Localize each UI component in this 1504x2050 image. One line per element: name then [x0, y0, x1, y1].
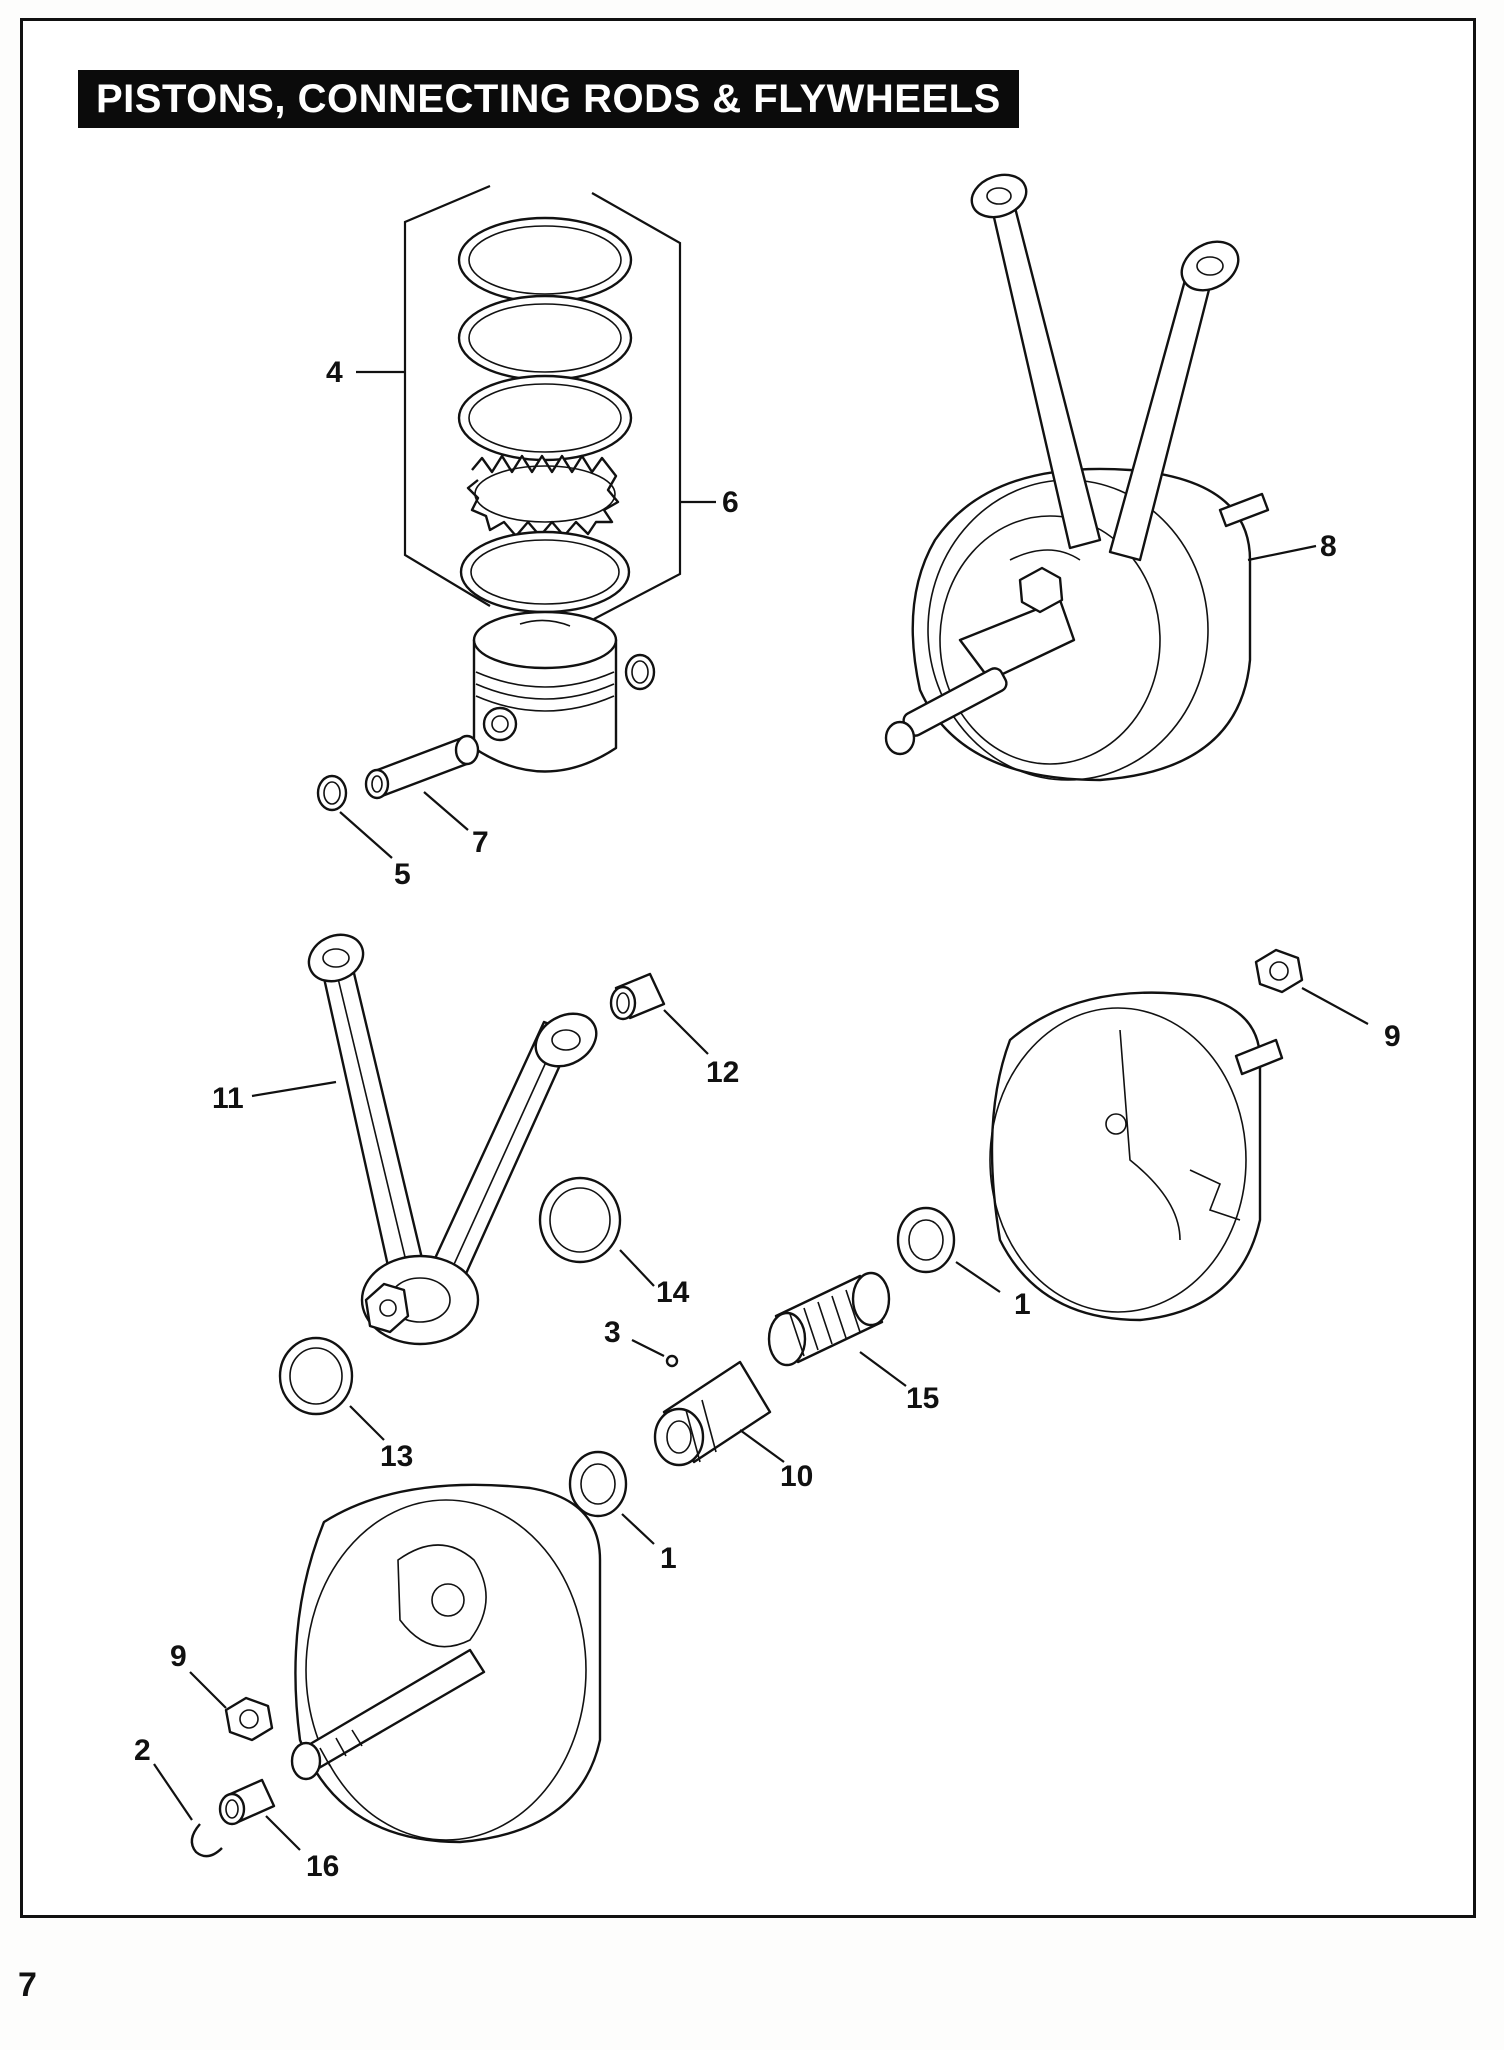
piston-pin-retainer-right — [624, 653, 656, 691]
leader-11 — [251, 1080, 337, 1098]
callout-16: 16 — [306, 1850, 339, 1883]
callout-7: 7 — [472, 826, 489, 859]
retaining-ring — [190, 1823, 223, 1858]
flywheel-nut-lower — [224, 1696, 274, 1742]
callout-1-lower: 1 — [660, 1542, 677, 1575]
leader-8 — [1247, 544, 1317, 562]
leader-12 — [663, 1009, 709, 1055]
callout-9-lower: 9 — [170, 1640, 187, 1673]
callout-13: 13 — [380, 1440, 413, 1473]
page-number: 7 — [18, 1966, 37, 2004]
leader-14 — [619, 1249, 655, 1287]
callouts: 4 6 5 7 8 9 11 12 14 3 1 15 13 10 1 9 2 … — [134, 356, 1401, 1883]
leader-10 — [739, 1429, 785, 1463]
ring-set-bracket-left — [403, 184, 491, 607]
callout-15: 15 — [906, 1382, 939, 1415]
leader-9-upper — [1301, 987, 1369, 1025]
piston-pin — [364, 734, 480, 800]
callout-9-upper: 9 — [1384, 1020, 1401, 1053]
bushing-small — [609, 972, 666, 1021]
leader-5 — [339, 811, 393, 859]
ring-second — [457, 294, 633, 382]
ring-set-bracket-right — [591, 192, 682, 620]
leader-16 — [265, 1815, 301, 1851]
bearing-race-upper — [538, 1176, 622, 1264]
thrust-washer-upper — [896, 1206, 956, 1274]
leader-1-lower — [621, 1513, 655, 1545]
piston — [472, 610, 618, 773]
leader-15 — [859, 1351, 907, 1387]
diagram-frame — [20, 18, 1476, 1918]
flywheel-nut-upper — [1254, 948, 1304, 994]
flywheel-left — [290, 1483, 602, 1844]
callout-6: 6 — [722, 486, 739, 519]
leader-13 — [349, 1405, 385, 1441]
leader-7 — [423, 791, 469, 831]
thrust-washer-lower — [568, 1450, 628, 1518]
callout-1-upper: 1 — [1014, 1288, 1031, 1321]
oil-ring-rail — [459, 530, 631, 614]
callout-8: 8 — [1320, 530, 1337, 563]
callout-4: 4 — [326, 356, 343, 389]
leader-3 — [631, 1339, 665, 1357]
flywheel-assembly — [884, 173, 1270, 782]
callout-11: 11 — [212, 1082, 244, 1115]
diagram-title: PISTONS, CONNECTING RODS & FLYWHEELS — [78, 70, 1019, 128]
callout-2: 2 — [134, 1734, 151, 1767]
leader-1-upper — [955, 1261, 1001, 1293]
flywheel-right — [989, 991, 1284, 1322]
sprocket-shaft-bushing — [218, 1778, 276, 1826]
connecting-rod-assembly — [307, 933, 598, 1346]
crank-pin — [653, 1354, 772, 1467]
leader-lines — [153, 370, 1369, 1851]
leader-2 — [153, 1763, 193, 1821]
bearing-race-lower — [278, 1336, 354, 1416]
callout-12: 12 — [706, 1056, 739, 1089]
piston-pin-retainer-left — [316, 774, 348, 812]
ring-third — [457, 374, 633, 462]
piston-ring-set — [403, 184, 682, 620]
callout-10: 10 — [780, 1460, 813, 1493]
callout-14: 14 — [656, 1276, 690, 1309]
roller-bearing — [767, 1271, 891, 1367]
leader-9-lower — [189, 1671, 227, 1709]
oil-ring-expander — [466, 454, 620, 538]
callout-3: 3 — [604, 1316, 621, 1349]
callout-5: 5 — [394, 858, 411, 891]
ring-top — [457, 216, 633, 304]
